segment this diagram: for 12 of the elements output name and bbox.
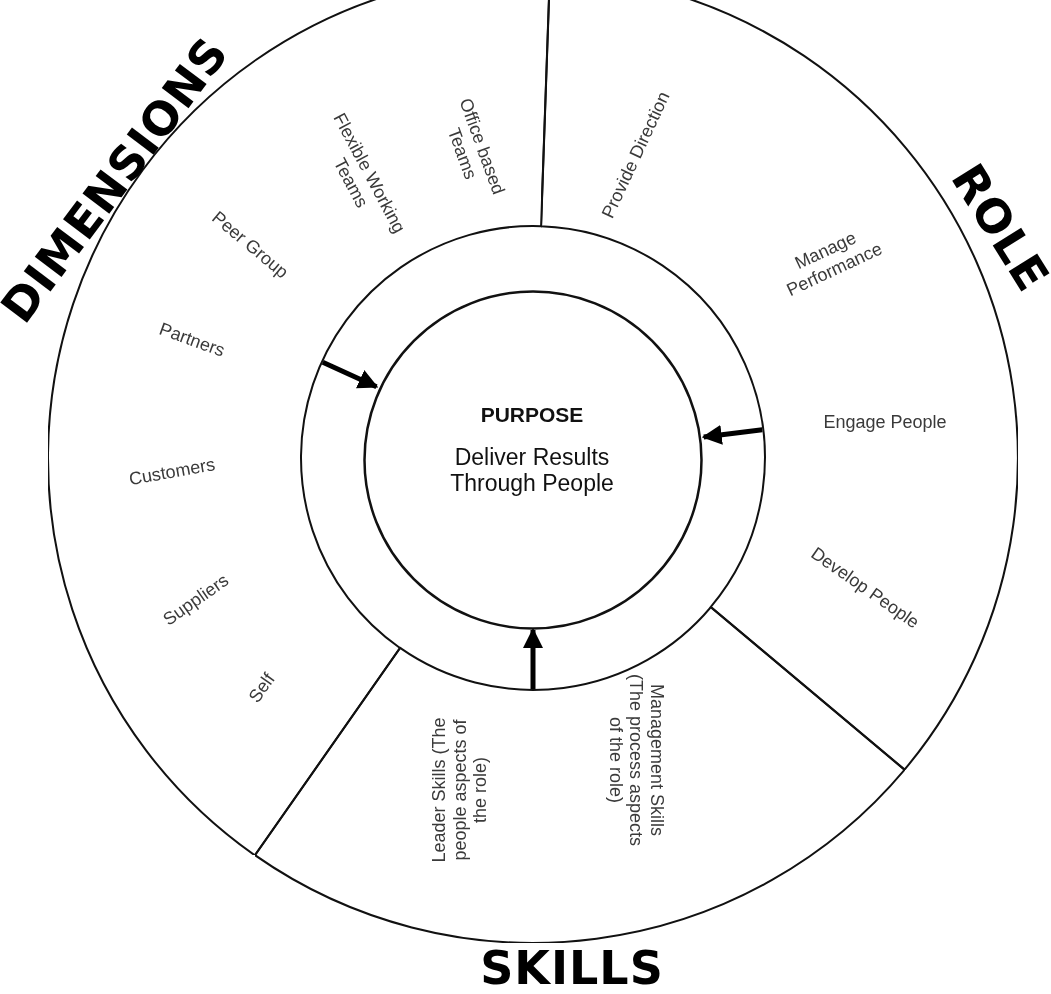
item-label: Engage People bbox=[823, 411, 947, 433]
arrow bbox=[523, 628, 543, 689]
sector-title: SKILLS bbox=[480, 941, 664, 994]
arrow bbox=[701, 424, 763, 445]
arrow bbox=[321, 359, 379, 389]
item-label: Office based Teams bbox=[443, 94, 510, 200]
center-circle bbox=[363, 290, 703, 630]
item-label: Customers bbox=[127, 454, 217, 490]
item-label: Management Skills (The process aspects of the role) bbox=[604, 672, 667, 848]
purpose-text: Deliver Results Through People bbox=[449, 443, 615, 497]
purpose-title: PURPOSE bbox=[480, 402, 584, 428]
item-label: Leader Skills (The people aspects of the role) bbox=[428, 716, 491, 865]
